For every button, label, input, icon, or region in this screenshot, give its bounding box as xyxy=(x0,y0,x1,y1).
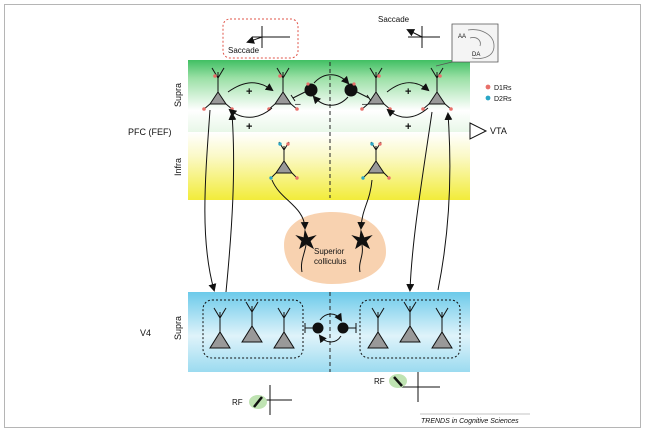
pfc-to-v4-right-a xyxy=(406,111,433,292)
d1rs-label: D1Rs xyxy=(494,85,512,92)
colliculus-label-line1: Superior xyxy=(314,247,345,256)
saccade-right-crosshair xyxy=(406,26,440,48)
infra-neuron-right xyxy=(361,141,391,180)
v4-to-pfc-right-b xyxy=(437,112,453,291)
rf-right-label: RF xyxy=(374,377,385,386)
d2-legend-dot xyxy=(485,95,491,101)
plus-right-top: + xyxy=(405,86,411,98)
pfc-neuron-4 xyxy=(421,67,453,111)
d1-legend-dot xyxy=(485,84,491,90)
infra-neuron-left xyxy=(269,141,299,180)
vta-triangle xyxy=(469,122,488,140)
minus-left: – xyxy=(295,99,301,110)
pfc-to-v4-left-a xyxy=(204,109,217,292)
v4-supra-band xyxy=(188,292,470,372)
right-recurrent-arcs xyxy=(386,82,430,118)
colliculus-neuron-right xyxy=(351,229,373,273)
rf-right-crosshair xyxy=(400,372,440,402)
saccade-right-label: Saccade xyxy=(378,15,410,24)
pfc-infra-band xyxy=(188,132,470,200)
v4-label: V4 xyxy=(140,328,151,338)
vta-label: VTA xyxy=(490,126,507,136)
v4-interneurons xyxy=(304,312,357,344)
superior-colliculus-blob xyxy=(284,212,386,284)
v4-group-left xyxy=(202,299,304,359)
plus-right-bottom: + xyxy=(405,121,411,133)
supra-v4-label: Supra xyxy=(173,316,183,340)
plus-left-bottom: + xyxy=(246,121,252,133)
plus-left-top: + xyxy=(246,86,252,98)
inset-da-label: DA xyxy=(472,52,480,58)
saccade-left-box xyxy=(222,18,299,59)
infra-right-to-colliculus xyxy=(357,179,373,230)
v4-group-right xyxy=(359,299,461,359)
v4-to-pfc-left-b xyxy=(225,112,237,293)
rf-left-label: RF xyxy=(232,398,243,407)
infra-left-to-colliculus xyxy=(271,179,309,230)
brain-inset xyxy=(435,23,499,67)
infra-label: Infra xyxy=(173,158,183,176)
saccade-left-crosshair xyxy=(246,26,290,48)
colliculus-label-line2: colliculus xyxy=(314,257,346,266)
pfc-supra-band xyxy=(188,60,470,132)
d2rs-label: D2Rs xyxy=(494,96,512,103)
rf-right-bar xyxy=(393,376,403,387)
pfc-interneurons xyxy=(290,74,372,106)
v4-neurons-left xyxy=(209,301,295,349)
pfc-neuron-2 xyxy=(267,67,299,111)
saccade-left-label: Saccade xyxy=(228,46,260,55)
colliculus-neuron-left xyxy=(295,229,317,273)
pfc-fef-label: PFC (FEF) xyxy=(128,127,172,137)
v4-neurons-right xyxy=(367,301,453,349)
minus-right: – xyxy=(362,99,368,110)
supra-pfc-label: Supra xyxy=(173,83,183,107)
footer-credit: TRENDS in Cognitive Sciences xyxy=(421,418,519,425)
rf-left-bar xyxy=(253,396,263,408)
inset-aa-label: AA xyxy=(458,34,466,40)
figure-frame xyxy=(4,4,641,428)
